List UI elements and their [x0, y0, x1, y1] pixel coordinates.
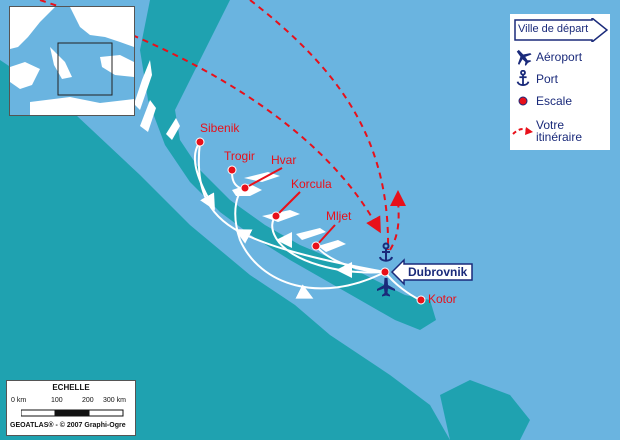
legend-row-stopover: Escale [510, 92, 572, 110]
scale-tick-2: 200 [82, 397, 94, 404]
copyright: GEOATLAS® - © 2007 Graphi-Ogre [10, 422, 126, 429]
mljet-leader [315, 224, 336, 247]
city-label-korcula: Korcula [291, 177, 332, 191]
scale-tick-0: 0 km [11, 397, 27, 404]
city-label-trogir: Trogir [224, 149, 255, 163]
hvar-leader [244, 167, 283, 189]
legend-row-itinerary: Votre itinéraire [510, 116, 582, 146]
city-label-hvar: Hvar [271, 153, 296, 167]
stopover-sibenik [195, 137, 205, 147]
departure-city-callout: Dubrovnik [390, 258, 473, 286]
stopover-mljet [311, 241, 321, 251]
cruise-route [234, 187, 386, 290]
island-mljet [318, 240, 346, 252]
island [134, 60, 152, 110]
island [140, 100, 156, 132]
legend-airplane-icon [510, 48, 536, 66]
stopover-korcula [271, 211, 281, 221]
airplane-icon [377, 278, 395, 297]
scale-tick-3: 300 km [103, 397, 126, 404]
departure-city-label: Dubrovnik [408, 265, 468, 279]
inset-focus-box [57, 42, 113, 96]
legend-stopover-label: Escale [536, 94, 573, 108]
stopover-dubrovnik [380, 267, 390, 277]
land-italy [0, 60, 450, 440]
cruise-route [231, 171, 241, 189]
legend-port-label: Port [536, 72, 559, 86]
island-korcula [262, 210, 300, 222]
legend-departure-label: Ville de départ [518, 23, 589, 35]
land-dalmatia [140, 0, 436, 330]
legend-departure-arrow: Ville de départ [514, 18, 608, 42]
legend-itinerary-arrow-icon [510, 124, 536, 138]
scale-tick-1: 100 [51, 397, 63, 404]
stopover-hvar [240, 183, 250, 193]
scale-bar: ECHELLE 0 km 100 200 300 km GEOATLAS® - … [6, 380, 136, 436]
scale-title: ECHELLE [52, 383, 90, 392]
flight-route [249, 0, 390, 251]
legend-airport-label: Aéroport [536, 50, 583, 64]
flight-route [389, 190, 407, 251]
legend-anchor-icon [510, 70, 536, 88]
flight-route [39, 0, 381, 234]
cruise-route-arrow [295, 284, 314, 299]
scale-bar-graphic [21, 409, 124, 417]
legend-itinerary-line2: itinéraire [536, 130, 583, 144]
anchor-icon [379, 242, 393, 262]
legend-itinerary-line1: Votre [536, 118, 565, 132]
land-italy-heel [440, 380, 530, 440]
legend-stopover-icon [510, 95, 536, 107]
stopover-trogir [227, 165, 237, 175]
city-label-kotor: Kotor [428, 292, 457, 306]
cruise-route [193, 141, 215, 211]
cruise-route [271, 215, 386, 274]
inset-overview-map [9, 6, 135, 116]
legend-row-port: Port [510, 70, 558, 88]
korcula-leader [275, 191, 301, 217]
stopover-kotor [416, 295, 426, 305]
city-label-sibenik: Sibenik [200, 121, 240, 135]
city-label-mljet: Mljet [326, 209, 352, 223]
legend-row-airport: Aéroport [510, 48, 582, 66]
island [166, 118, 180, 140]
legend: Ville de départ Aéroport Port Escale Vot… [510, 14, 610, 150]
island-peljesac [296, 228, 326, 240]
